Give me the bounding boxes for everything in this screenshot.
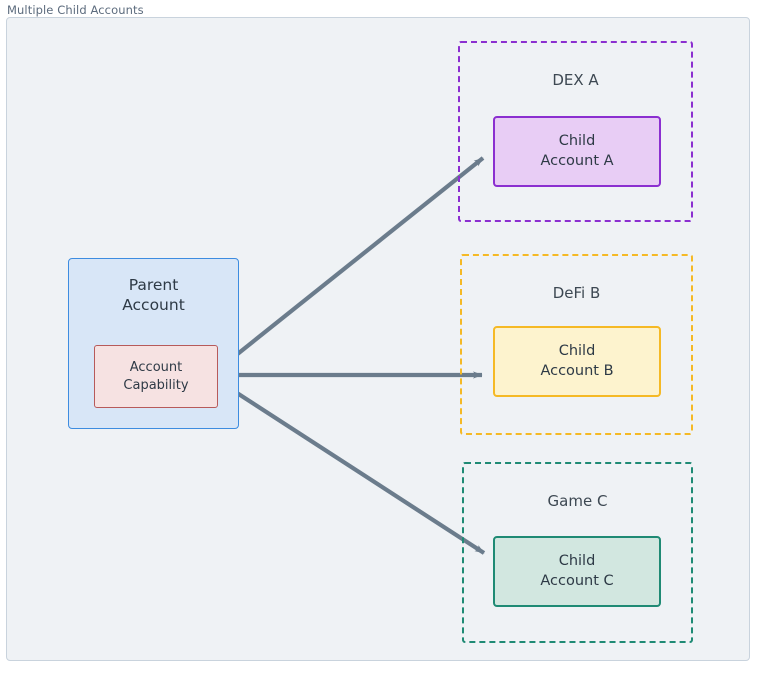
node-child-account-b[interactable]: Child Account B xyxy=(493,326,661,397)
node-child-account-b-label-line-1: Child xyxy=(558,343,596,360)
node-account-capability[interactable]: Account Capability xyxy=(94,345,218,408)
node-child-account-b-label-line-2: Account B xyxy=(540,362,614,379)
node-parent-account-label-line-2: Account xyxy=(122,296,185,315)
cluster-game-c: Game C xyxy=(462,462,693,643)
cluster-defi-b-label: DeFi B xyxy=(552,284,601,302)
node-account-capability-label-line-1: Account xyxy=(129,360,183,376)
node-child-account-c-label-line-1: Child xyxy=(558,553,596,570)
node-child-account-c-label-line-2: Account C xyxy=(540,572,614,589)
cluster-game-c-label: Game C xyxy=(547,492,608,510)
node-child-account-a-label-line-2: Account A xyxy=(540,152,614,169)
cluster-dex-a: DEX A xyxy=(458,41,693,222)
node-child-account-c[interactable]: Child Account C xyxy=(493,536,661,607)
node-parent-account-label-line-1: Parent xyxy=(128,276,179,294)
node-child-account-a-label-line-1: Child xyxy=(558,133,596,150)
node-child-account-a[interactable]: Child Account A xyxy=(493,116,661,187)
cluster-defi-b: DeFi B xyxy=(460,254,693,435)
node-account-capability-label-line-2: Capability xyxy=(123,377,189,393)
diagram-title: Multiple Child Accounts xyxy=(7,3,144,17)
cluster-dex-a-label: DEX A xyxy=(552,71,599,89)
